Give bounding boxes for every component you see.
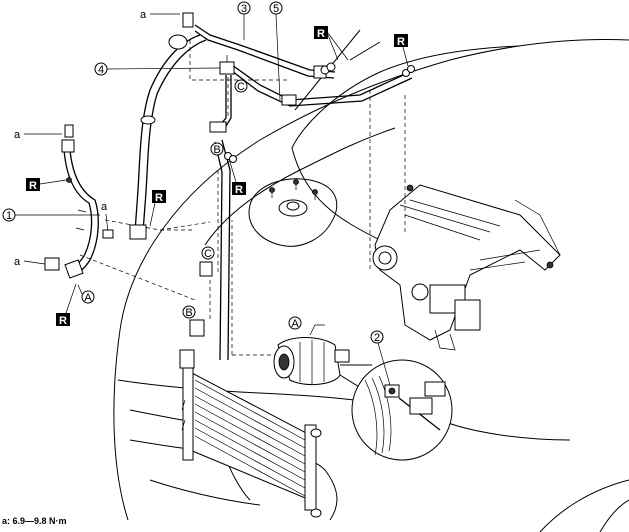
callout-3: 3 [237,1,251,40]
replace-R-bottom: R [56,283,77,327]
pipe-3-and-5 [182,12,415,107]
torque-label-a-top: a [140,9,180,21]
callout-2-text: 2 [374,332,380,344]
svg-text:R: R [155,192,163,204]
callout-3-text: 3 [241,3,247,15]
svg-text:R: R [317,28,325,40]
replace-R-right: R [394,34,409,67]
replace-R-center: R [149,190,166,227]
ref-A-upper: A [77,284,95,304]
svg-text:A: A [291,318,299,330]
svg-text:R: R [29,180,37,192]
ref-B-upper: B [210,142,224,156]
svg-text:a: a [14,129,21,141]
ref-C-upper: C [234,79,248,93]
ref-C-lower: C [201,246,215,260]
torque-label-a-left-bottom: a [14,256,46,268]
svg-text:a: a [14,256,21,268]
pipe-4 [189,55,237,361]
condenser [179,349,322,518]
svg-text:B: B [185,307,192,319]
callout-2: 2 [370,330,391,386]
svg-text:A: A [84,292,92,304]
suction-hose [129,34,207,240]
torque-label-a-center: a [101,201,114,239]
svg-text:R: R [235,184,243,196]
svg-text:C: C [204,248,212,260]
svg-text:a: a [140,9,147,21]
torque-spec-footnote: a: 6.9—9.8 N·m [2,516,67,526]
svg-text:a: a [101,201,108,213]
torque-label-a-left-top: a [14,129,62,141]
callout-5: 5 [269,1,283,101]
callout-4-text: 4 [98,64,104,76]
hose-1 [44,124,99,279]
svg-text:B: B [213,144,220,156]
compressor [273,324,350,386]
strut-tower [248,178,338,247]
detail-view [339,359,453,461]
replace-R-left: R [26,178,67,192]
callout-1: 1 [2,208,100,222]
callout-4: 4 [94,62,221,76]
ref-A-compressor: A [288,316,302,330]
replace-R-mid: R [229,161,246,196]
callout-1-text: 1 [6,210,12,222]
ref-B-lower: B [182,305,196,319]
ac-unit [372,184,561,351]
svg-text:R: R [397,36,405,48]
svg-text:C: C [237,81,245,93]
replace-R-top: R [314,26,349,61]
callout-5-text: 5 [273,3,279,15]
svg-text:R: R [59,315,67,327]
